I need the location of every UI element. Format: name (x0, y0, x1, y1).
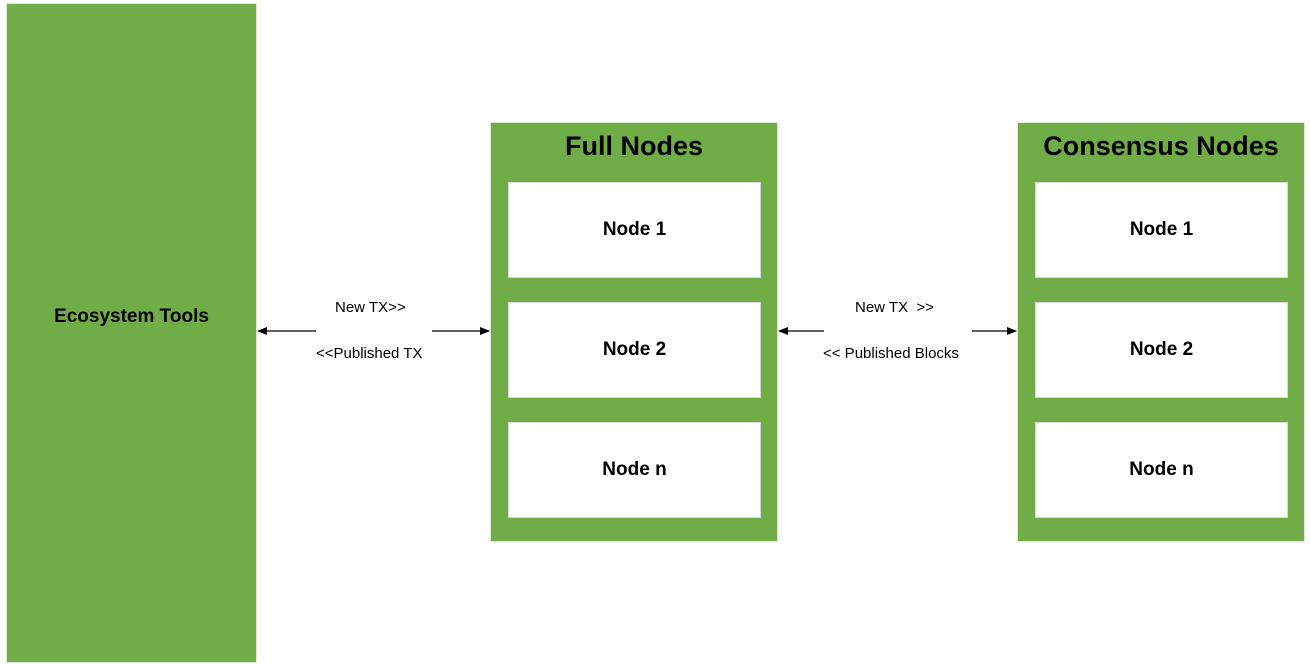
ecosystem-tools-label: Ecosystem Tools (54, 306, 209, 327)
full-nodes-group: Full Nodes Node 1 Node 2 Node n (490, 122, 778, 542)
full-nodes-title: Full Nodes (564, 131, 703, 161)
consensus-node-1: Node 1 (1035, 182, 1288, 278)
edge-2-bottom-label: << Published Blocks (823, 345, 959, 362)
edge-2-top-label: New TX >> (855, 299, 934, 316)
full-node-2: Node 2 (508, 302, 761, 398)
full-node-1: Node 1 (508, 182, 761, 278)
consensus-nodes-group: Consensus Nodes Node 1 Node 2 Node n (1017, 122, 1305, 542)
full-node-n: Node n (508, 422, 761, 518)
edge-1-top-label: New TX>> (335, 299, 406, 316)
consensus-nodes-title: Consensus Nodes (1043, 131, 1279, 161)
consensus-node-n: Node n (1035, 422, 1288, 518)
consensus-node-2: Node 2 (1035, 302, 1288, 398)
ecosystem-tools-box: Ecosystem Tools (6, 3, 257, 663)
edge-1-bottom-label: <<Published TX (316, 345, 423, 362)
